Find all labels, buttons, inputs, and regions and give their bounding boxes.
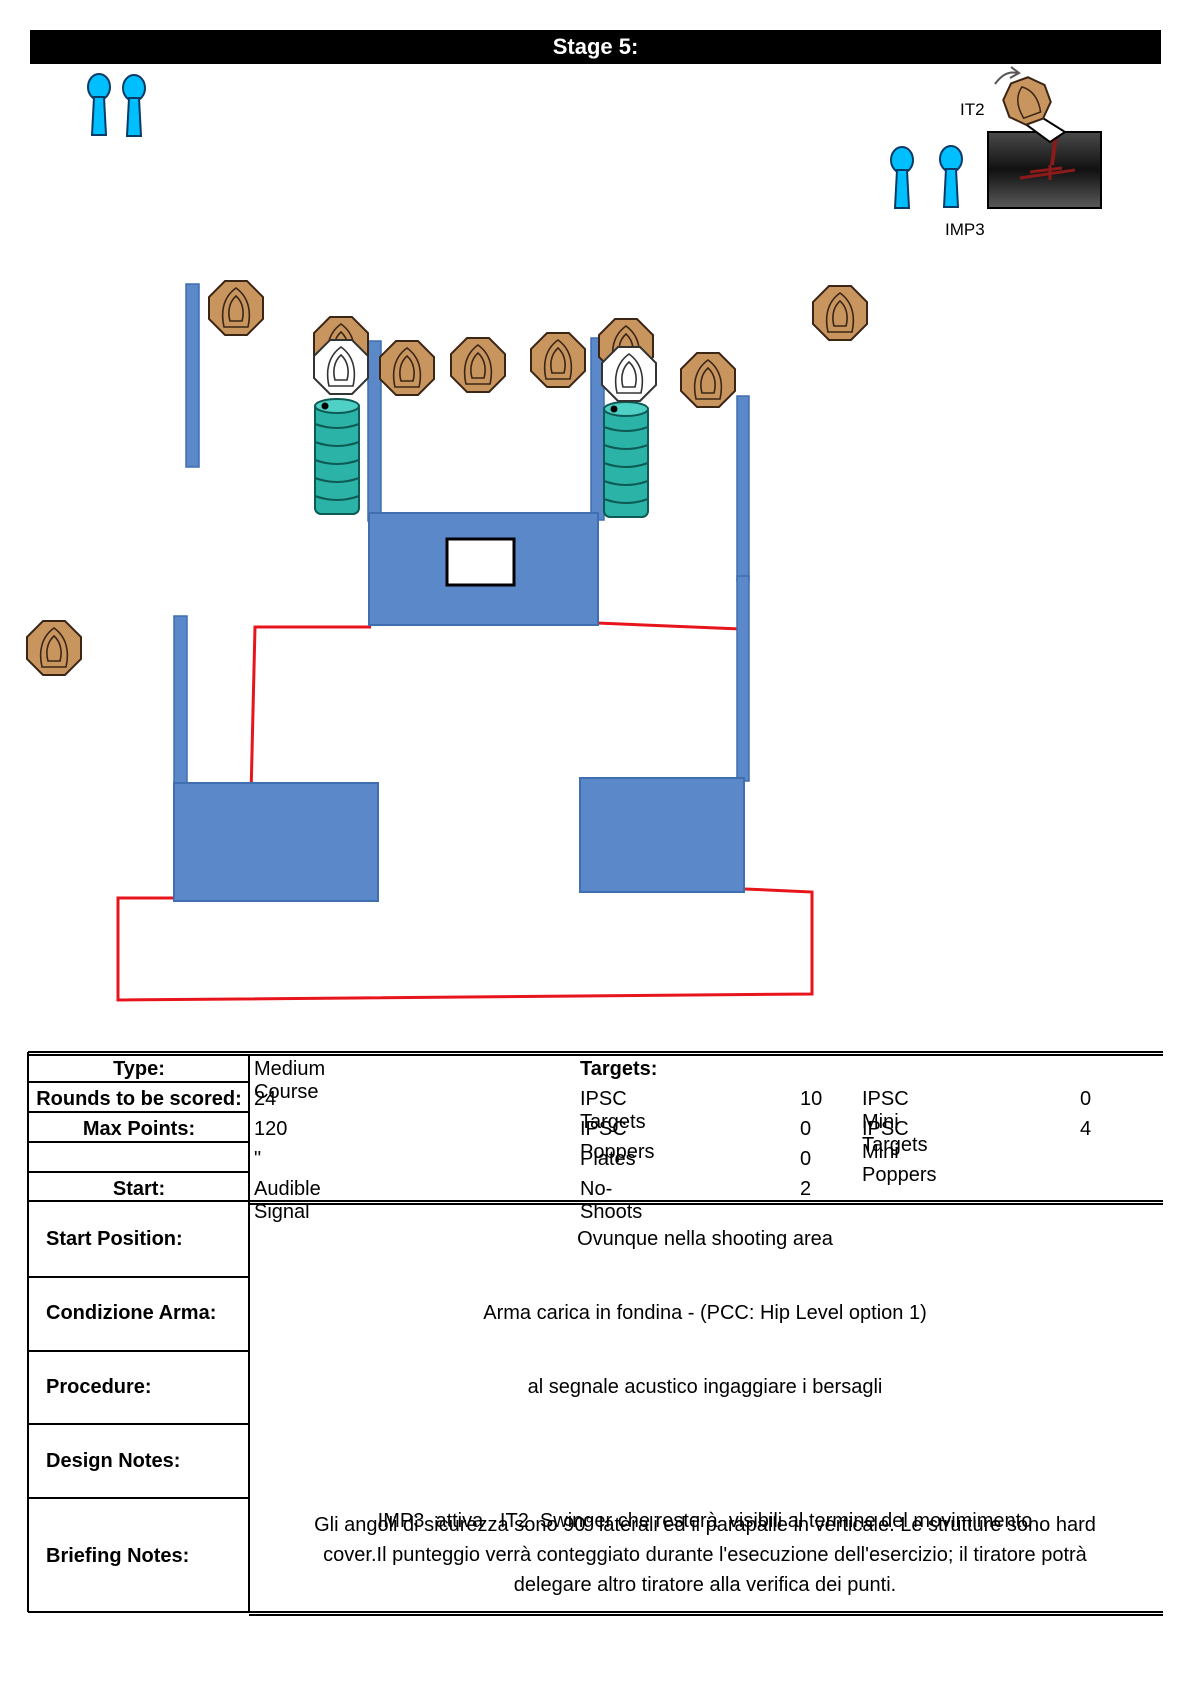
ipsc-poppers-count: 0 (800, 1118, 812, 1140)
plates-count: 0 (800, 1148, 812, 1170)
briefing-notes-line: cover.Il punteggio verrà conteggiato dur… (323, 1544, 1087, 1566)
condizione-arma-value: Arma carica in fondina - (PCC: Hip Level… (250, 1298, 1160, 1328)
design-notes-label: Design Notes: (46, 1450, 181, 1472)
ipsc-poppers-name: IPSC Poppers (580, 1118, 655, 1163)
start-position-value: Ovunque nella shooting area (250, 1224, 1160, 1254)
port-window (445, 537, 516, 587)
max-points-label: Max Points: (82, 1118, 196, 1140)
ipsc-targets-count: 10 (800, 1088, 823, 1110)
targets-header: Targets: (580, 1058, 658, 1080)
swinger-device (987, 66, 1102, 209)
start-position-label: Start Position: (46, 1228, 183, 1250)
design-notes-line: IMP3 attiva IT2 Swinger che resterà visi… (377, 1510, 1033, 1532)
design-notes-value: IMP3 attiva IT2 Swinger che resterà visi… (250, 1446, 1160, 1596)
start-label: Start: (112, 1178, 166, 1200)
no-shoots-count: 2 (800, 1178, 812, 1200)
mini-targets-name: IPSC Mini Targets (862, 1088, 928, 1156)
procedure-label: Procedure: (46, 1376, 152, 1398)
briefing-notes-label: Briefing Notes: (46, 1545, 190, 1567)
mini-poppers-name: IPSC Mini Poppers (862, 1118, 937, 1186)
condizione-arma-line: Arma carica in fondina - (PCC: Hip Level… (483, 1302, 927, 1324)
briefing-notes-line: delegare altro tiratore alla verifica de… (513, 1574, 897, 1596)
fault-line (116, 621, 814, 1002)
mini-targets-count: 0 (1080, 1088, 1092, 1110)
stage-diagram (26, 66, 1102, 1002)
mini-poppers-count: 4 (1080, 1118, 1092, 1140)
it2-label: IT2 (960, 100, 985, 119)
start-value: Audible Signal (254, 1178, 321, 1223)
wall (173, 283, 750, 800)
rounds-value: 24 (254, 1088, 277, 1110)
plates-name: Plates (580, 1148, 636, 1170)
imp3-label: IMP3 (945, 220, 985, 239)
start-position-line: Ovunque nella shooting area (577, 1228, 833, 1250)
procedure-line: al segnale acustico ingaggiare i bersagl… (527, 1376, 883, 1398)
type-label: Type: (113, 1058, 165, 1080)
no-shoots-name: No-Shoots (580, 1178, 643, 1223)
ditto-value: " (254, 1148, 262, 1170)
barricade (173, 512, 745, 902)
type-value: Medium Course (254, 1058, 326, 1103)
stage-title: Stage 5: (30, 30, 1161, 64)
briefing-notes-line: Gli angoli di sicurezza sono 90° lateral… (314, 1514, 1096, 1536)
condizione-arma-label: Condizione Arma: (46, 1302, 217, 1324)
procedure-value: al segnale acustico ingaggiare i bersagl… (250, 1372, 1160, 1402)
max-points-value: 120 (254, 1118, 288, 1140)
rounds-label: Rounds to be scored: (36, 1088, 242, 1110)
ipsc-targets-name: IPSC Targets (580, 1088, 646, 1133)
briefing-notes-value: Gli angoli di sicurezza sono 90° lateral… (250, 1510, 1160, 1600)
